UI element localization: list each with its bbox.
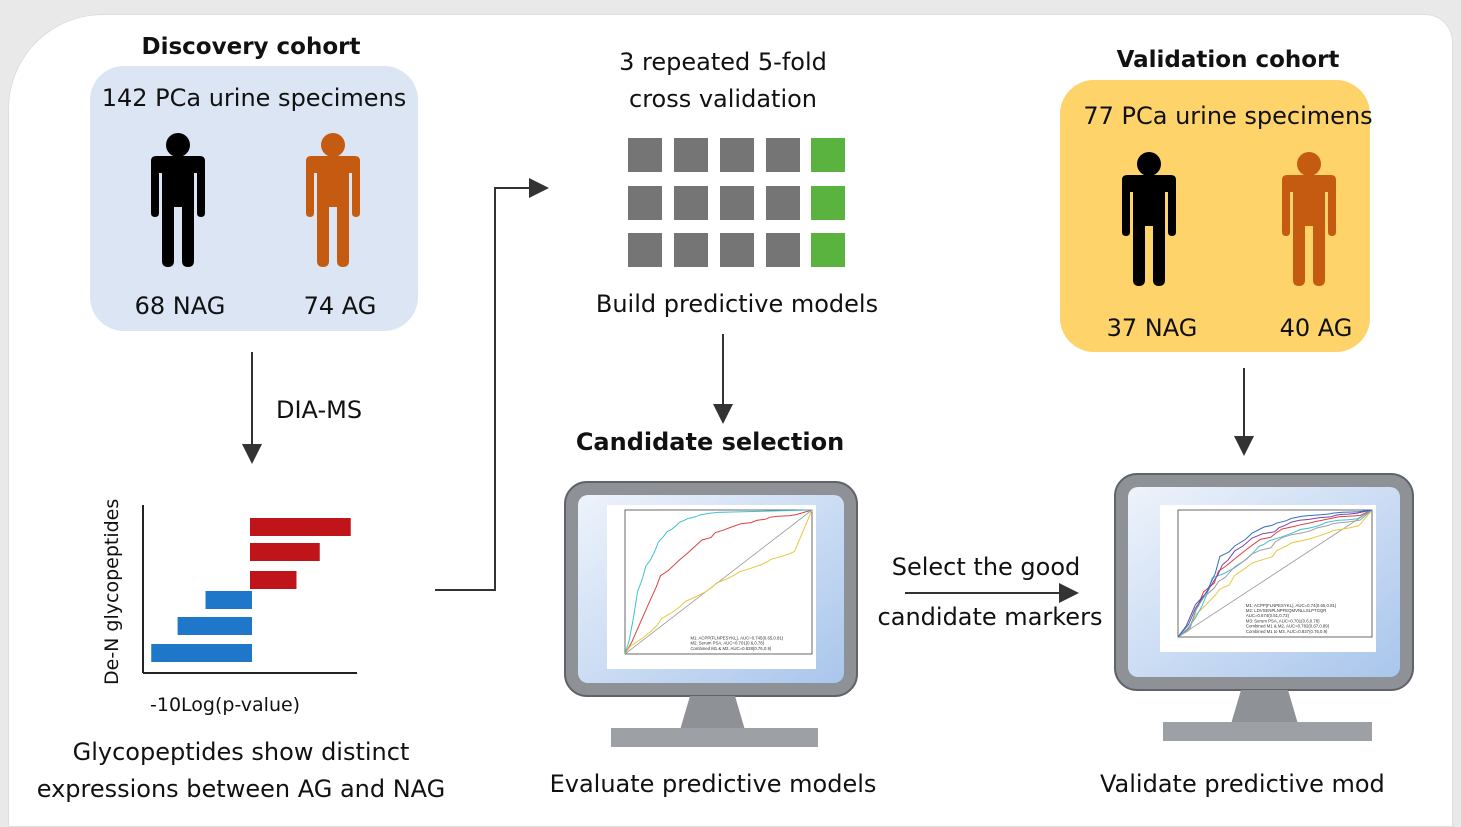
up-bar — [250, 518, 351, 536]
bar-plot-xlabel: -10Log(p-value) — [150, 694, 301, 716]
roc-legend-entry: M2: Serum PSA, AUC=0.701(0.6,0.78) — [690, 641, 764, 646]
test-fold-cell — [811, 186, 845, 220]
train-fold-cell — [674, 233, 708, 267]
candidate-selection-title: Candidate selection — [575, 428, 845, 456]
discovery-specimens: 142 PCa urine specimens — [101, 84, 407, 112]
up-bar — [250, 571, 297, 589]
train-fold-cell — [720, 186, 754, 220]
train-fold-cell — [628, 138, 662, 172]
cv-line1: 3 repeated 5-fold — [619, 48, 827, 76]
train-fold-cell — [628, 186, 662, 220]
build-models-caption: Build predictive models — [595, 290, 879, 318]
discovery-cohort-box — [90, 66, 418, 331]
test-fold-cell — [811, 233, 845, 267]
monitor-evaluate: M1: ACPP(FLNPESYKL), AUC=0.745(0.65,0.81… — [564, 481, 858, 747]
roc-legend-entry: Combined M1 & M2, AUC=0.828(0.76,0.9) — [690, 646, 771, 651]
train-fold-cell — [766, 186, 800, 220]
roc-legend-entry: M2: LDVSENPLNPFEQMVNLLSLPTGQR — [1246, 608, 1326, 613]
ag-person-icon — [1282, 152, 1336, 286]
down-bar — [177, 617, 252, 635]
validation-specimens: 77 PCa urine specimens — [1083, 102, 1373, 130]
train-fold-cell — [766, 138, 800, 172]
validate-models-caption: Validate predictive mod — [1100, 770, 1385, 798]
train-fold-cell — [628, 233, 662, 267]
validate-caption-clip: Validate predictive mod — [1098, 768, 1398, 808]
bar-plot-caption-line1: Glycopeptides show distinct — [72, 738, 410, 766]
discovery-title: Discovery cohort — [141, 34, 361, 60]
nag-person-icon — [151, 133, 205, 267]
validation-title: Validation cohort — [1116, 47, 1340, 73]
train-fold-cell — [720, 138, 754, 172]
train-fold-cell — [674, 186, 708, 220]
arrow-to-cv — [435, 178, 549, 591]
roc-legend-entry: AUC=0.674(0.51,0.73) — [1246, 613, 1290, 618]
ag-person-icon — [306, 133, 360, 267]
cv-line2: cross validation — [628, 85, 818, 113]
select-good-line2: candidate markers — [877, 603, 1103, 631]
roc-legend-entry: M1: ACPP(FLNPESYKL), AUC=0.74(0.65,0.81) — [1246, 603, 1337, 608]
dia-ms-label: DIA-MS — [276, 396, 363, 424]
select-good-line1: Select the good — [891, 553, 1081, 581]
train-fold-cell — [766, 233, 800, 267]
roc-legend-entry: Combined M1 to M3, AUC=0.837(0.76,0.9) — [1246, 629, 1328, 634]
nag-person-icon — [1122, 152, 1176, 286]
roc-legend-entry: Combined M1 & M2, AUC=0.782(0.67,0.89) — [1246, 624, 1330, 629]
bar-plot-caption-line2: expressions between AG and NAG — [36, 775, 446, 803]
train-fold-cell — [720, 233, 754, 267]
roc-legend-entry: M3: Serum PSA, AUC=0.701(0.6,0.78) — [1246, 618, 1320, 623]
train-fold-cell — [674, 138, 708, 172]
up-bar — [250, 543, 320, 561]
validation-ag-count: 40 AG — [1279, 314, 1353, 342]
test-fold-cell — [811, 138, 845, 172]
monitor-validate: M1: ACPP(FLNPESYKL), AUC=0.74(0.65,0.81)… — [1114, 473, 1414, 741]
evaluate-models-caption: Evaluate predictive models — [549, 770, 877, 798]
discovery-ag-count: 74 AG — [303, 292, 377, 320]
down-bar — [151, 644, 252, 662]
down-bar — [205, 591, 252, 609]
validation-nag-count: 37 NAG — [1106, 314, 1198, 342]
roc-legend-entry: M1: ACPP(FLNPESYKL), AUC=0.745(0.65,0.81… — [690, 635, 783, 640]
discovery-nag-count: 68 NAG — [134, 292, 226, 320]
